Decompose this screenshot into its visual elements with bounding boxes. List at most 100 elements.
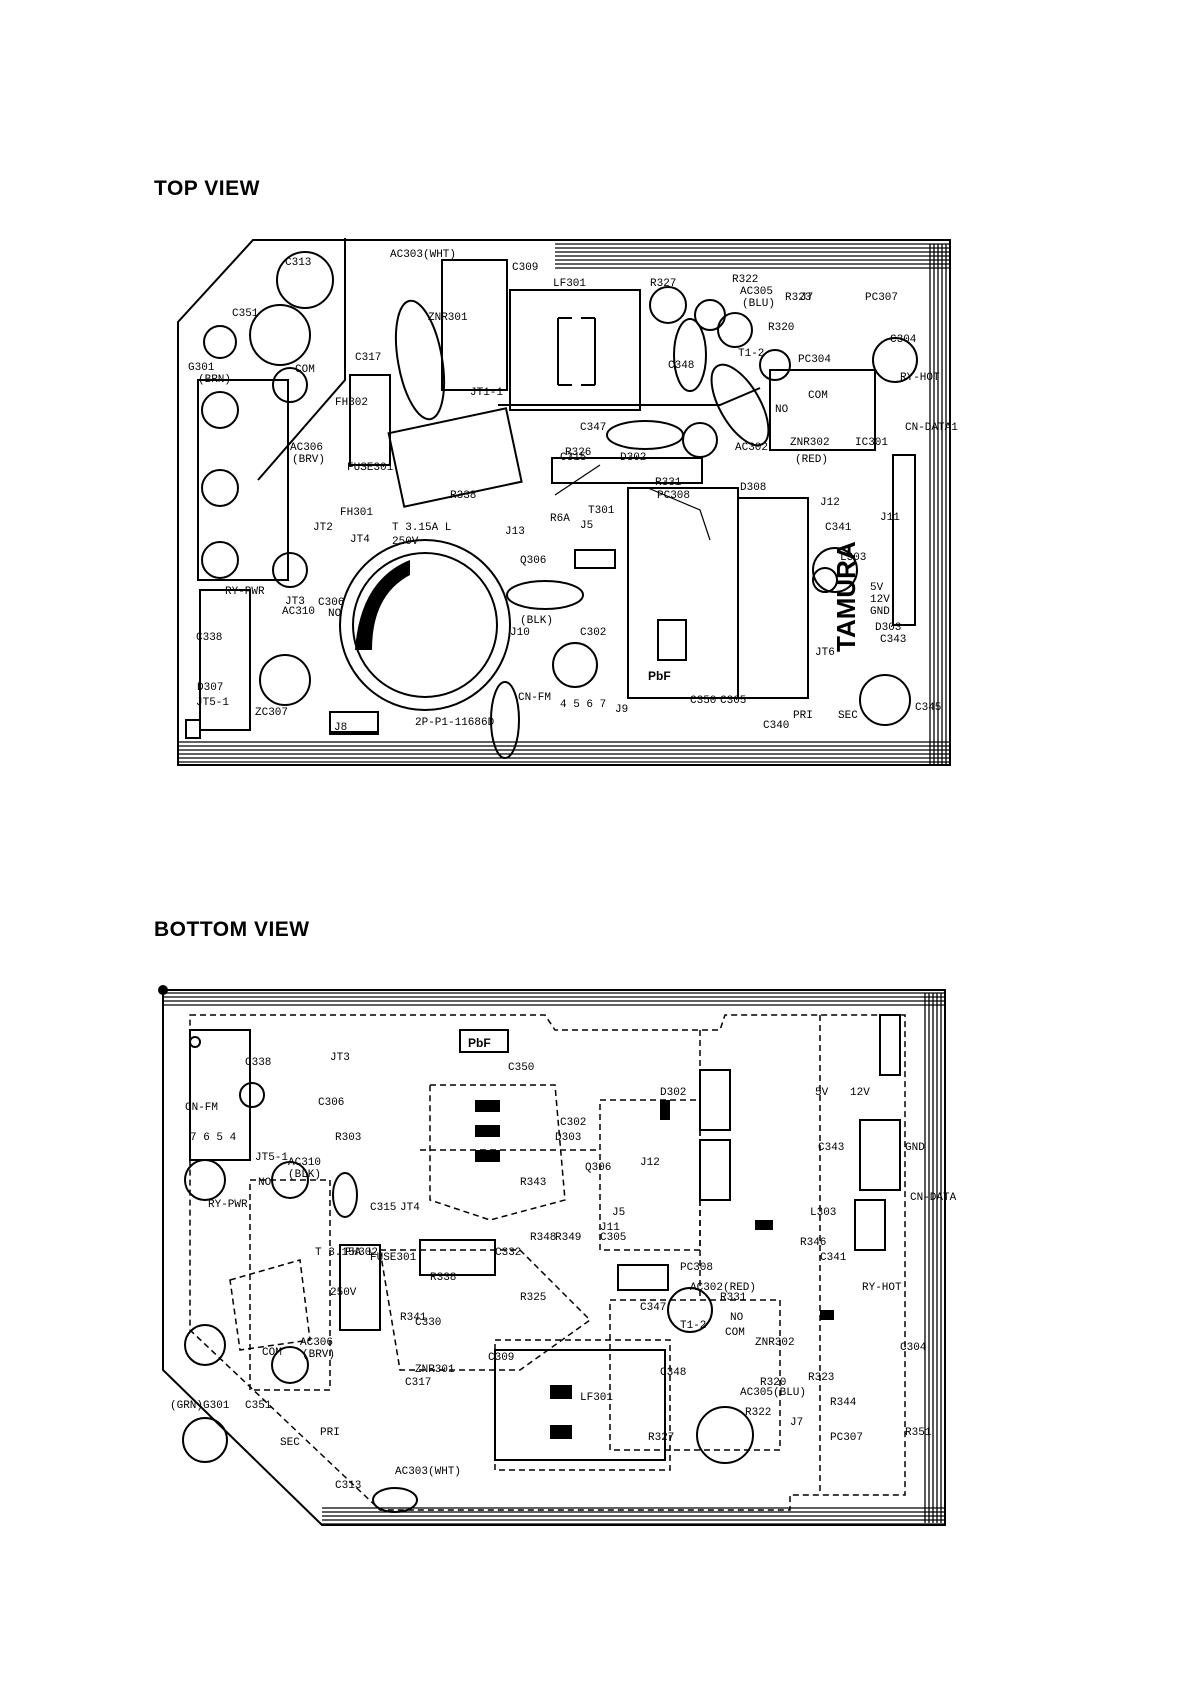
top-component-label: AC305 <box>740 286 773 298</box>
bottom-component-label: R327 <box>648 1432 674 1444</box>
bottom-component-label: R351 <box>905 1427 932 1439</box>
top-component-label: C347 <box>580 422 606 434</box>
top-component-label: GND <box>870 606 890 618</box>
bottom-component-label: C306 <box>318 1097 344 1109</box>
bottom-component-label: AC303(WHT) <box>395 1466 461 1478</box>
bottom-component-label: T1-2 <box>680 1320 706 1332</box>
top-component-label: CN-FM <box>518 692 551 704</box>
bottom-component-label: C332 <box>495 1247 521 1259</box>
top-component-label: RY-PWR <box>225 586 265 598</box>
bottom-component-label: C304 <box>900 1342 927 1354</box>
bottom-component-label: D303 <box>555 1132 581 1144</box>
top-component-label: R331 <box>655 477 682 489</box>
bottom-component-label: GND <box>905 1142 925 1154</box>
bottom-component-label: AC310 <box>288 1157 321 1169</box>
top-component-label: R323 <box>785 292 811 304</box>
top-component-label: PRI <box>793 710 813 722</box>
top-component-label: 2P-P1-11686D <box>415 717 495 729</box>
top-component-label: CN-DATA1 <box>905 422 958 434</box>
bottom-component-label: L303 <box>810 1207 836 1219</box>
top-component-label: R338 <box>450 490 476 502</box>
bottom-component-label: PRI <box>320 1427 340 1439</box>
bottom-component-label: R349 <box>555 1232 581 1244</box>
top-component-label: R327 <box>650 278 676 290</box>
top-component-label: 5V <box>870 582 884 594</box>
bottom-component-label: PC307 <box>830 1432 863 1444</box>
top-component-label: G301 <box>188 362 215 374</box>
bottom-component-label: R325 <box>520 1292 546 1304</box>
top-component-label: C309 <box>512 262 538 274</box>
top-view-title: TOP VIEW <box>154 177 260 200</box>
bottom-component-label: COM <box>725 1327 745 1339</box>
bottom-component-label: J12 <box>640 1157 660 1169</box>
bottom-component-label: C309 <box>488 1352 514 1364</box>
top-component-label: C305 <box>720 695 746 707</box>
bottom-component-label: R338 <box>430 1272 456 1284</box>
bottom-component-label: R341 <box>400 1312 427 1324</box>
top-component-label: AC310 <box>282 606 315 618</box>
bottom-component-label: Q306 <box>585 1162 611 1174</box>
bottom-component-label: C341 <box>820 1252 847 1264</box>
top-component-label: C338 <box>196 632 222 644</box>
top-component-label: J12 <box>820 497 840 509</box>
top-component-label: AC302 <box>735 442 768 454</box>
top-component-label: COM <box>295 364 315 376</box>
top-component-label: (BRN) <box>198 374 231 386</box>
bottom-component-label: C350 <box>508 1062 534 1074</box>
top-component-label: Q306 <box>520 555 546 567</box>
bottom-component-label: C351 <box>245 1400 272 1412</box>
top-component-label: T 3.15A L <box>392 522 451 534</box>
top-component-label: J8 <box>334 722 347 734</box>
top-component-label: 250V <box>392 536 419 548</box>
bottom-component-label: R323 <box>808 1372 834 1384</box>
top-component-label: J10 <box>510 627 530 639</box>
bottom-component-label: (BRV) <box>302 1349 335 1361</box>
top-component-label: (BLK) <box>520 615 553 627</box>
top-component-label: 4 5 6 7 <box>560 699 606 711</box>
top-component-label: PC308 <box>657 490 690 502</box>
bottom-component-label: SEC <box>280 1437 300 1449</box>
top-component-label: R322 <box>732 274 758 286</box>
top-component-label: C306 <box>318 597 344 609</box>
bottom-component-label: NO <box>730 1312 744 1324</box>
top-component-label: PC304 <box>798 354 831 366</box>
bottom-component-label: (GRN)G301 <box>170 1400 230 1412</box>
bottom-component-label: JT5-1 <box>255 1152 288 1164</box>
bottom-component-label: C343 <box>818 1142 844 1154</box>
top-component-label: LF301 <box>553 278 586 290</box>
bottom-component-label: ZNR302 <box>755 1337 795 1349</box>
top-component-label: AC303(WHT) <box>390 249 456 261</box>
top-component-label: C343 <box>880 634 906 646</box>
top-component-label: JT2 <box>313 522 333 534</box>
top-component-label: C317 <box>355 352 381 364</box>
bottom-component-label: C348 <box>660 1367 686 1379</box>
top-component-label: C315 <box>560 452 586 464</box>
bottom-component-label: C315 <box>370 1202 396 1214</box>
top-component-label: C304 <box>890 334 917 346</box>
bottom-component-label: J11 <box>600 1222 620 1234</box>
bottom-component-label: PC308 <box>680 1262 713 1274</box>
top-component-label: (BLU) <box>742 298 775 310</box>
top-component-label: D302 <box>620 452 646 464</box>
bottom-component-label: C313 <box>335 1480 361 1492</box>
top-component-label: COM <box>808 390 828 402</box>
top-component-label: C351 <box>232 308 259 320</box>
bottom-component-label: AC306 <box>300 1337 333 1349</box>
bottom-component-label: C347 <box>640 1302 666 1314</box>
bottom-component-label: C330 <box>415 1317 441 1329</box>
bottom-component-label: FH302 <box>345 1247 378 1259</box>
bottom-component-label: JT4 <box>400 1202 420 1214</box>
bottom-component-label: R322 <box>745 1407 771 1419</box>
top-component-label: J11 <box>880 512 900 524</box>
top-component-label: JT1-1 <box>470 387 503 399</box>
top-component-label: C345 <box>915 702 941 714</box>
bottom-component-label: NO <box>258 1177 272 1189</box>
top-component-label: JT3 <box>285 596 305 608</box>
bottom-component-label: T 3.15A L <box>315 1247 374 1259</box>
top-component-label: JT4 <box>350 534 370 546</box>
top-component-label: L303 <box>840 552 866 564</box>
